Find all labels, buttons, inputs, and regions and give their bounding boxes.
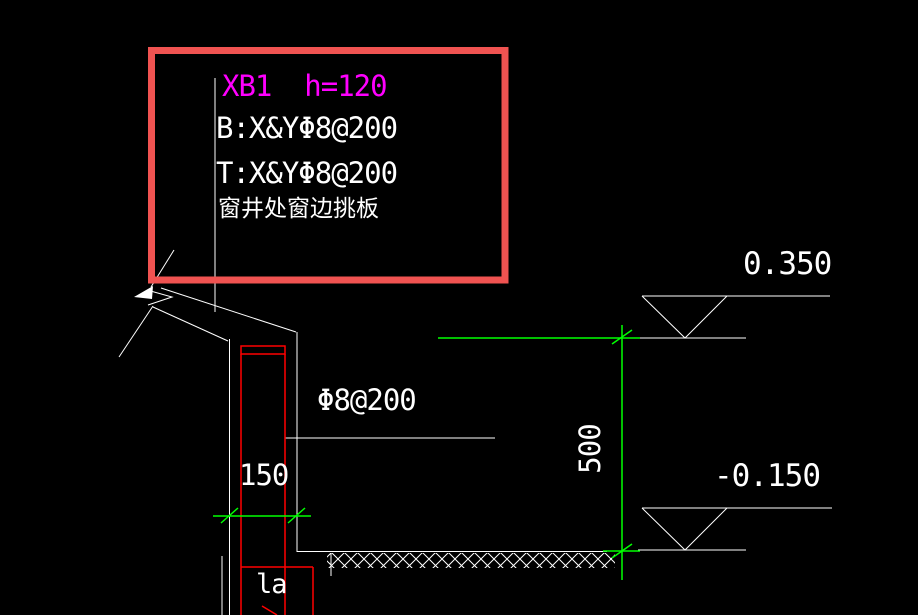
anchorage-length-label: la xyxy=(256,569,288,600)
upper-elevation-label: 0.350 xyxy=(743,246,832,282)
elevation-marker-lower xyxy=(638,507,832,551)
slab-break-symbol xyxy=(118,249,175,358)
ground-hatch xyxy=(297,551,615,568)
rebar-callout-label: Φ8@200 xyxy=(317,383,417,417)
leader-lines xyxy=(214,78,495,439)
lower-elevation-label: -0.150 xyxy=(714,458,821,494)
width-dim-label: 150 xyxy=(239,458,289,492)
dimension-lines-green xyxy=(213,325,640,580)
bottom-rebar-label: B:X&YΦ8@200 xyxy=(216,111,398,145)
elevation-marker-upper xyxy=(620,295,830,339)
highlight-box xyxy=(148,47,509,284)
rebar-outline-red xyxy=(240,345,314,615)
top-rebar-label: T:X&YΦ8@200 xyxy=(216,156,398,190)
height-dim-label: 500 xyxy=(572,424,607,474)
wall-outline xyxy=(152,287,332,615)
annotation-title-label: XB1 h=120 xyxy=(222,69,388,103)
note-label: 窗井处窗边挑板 xyxy=(218,196,379,222)
